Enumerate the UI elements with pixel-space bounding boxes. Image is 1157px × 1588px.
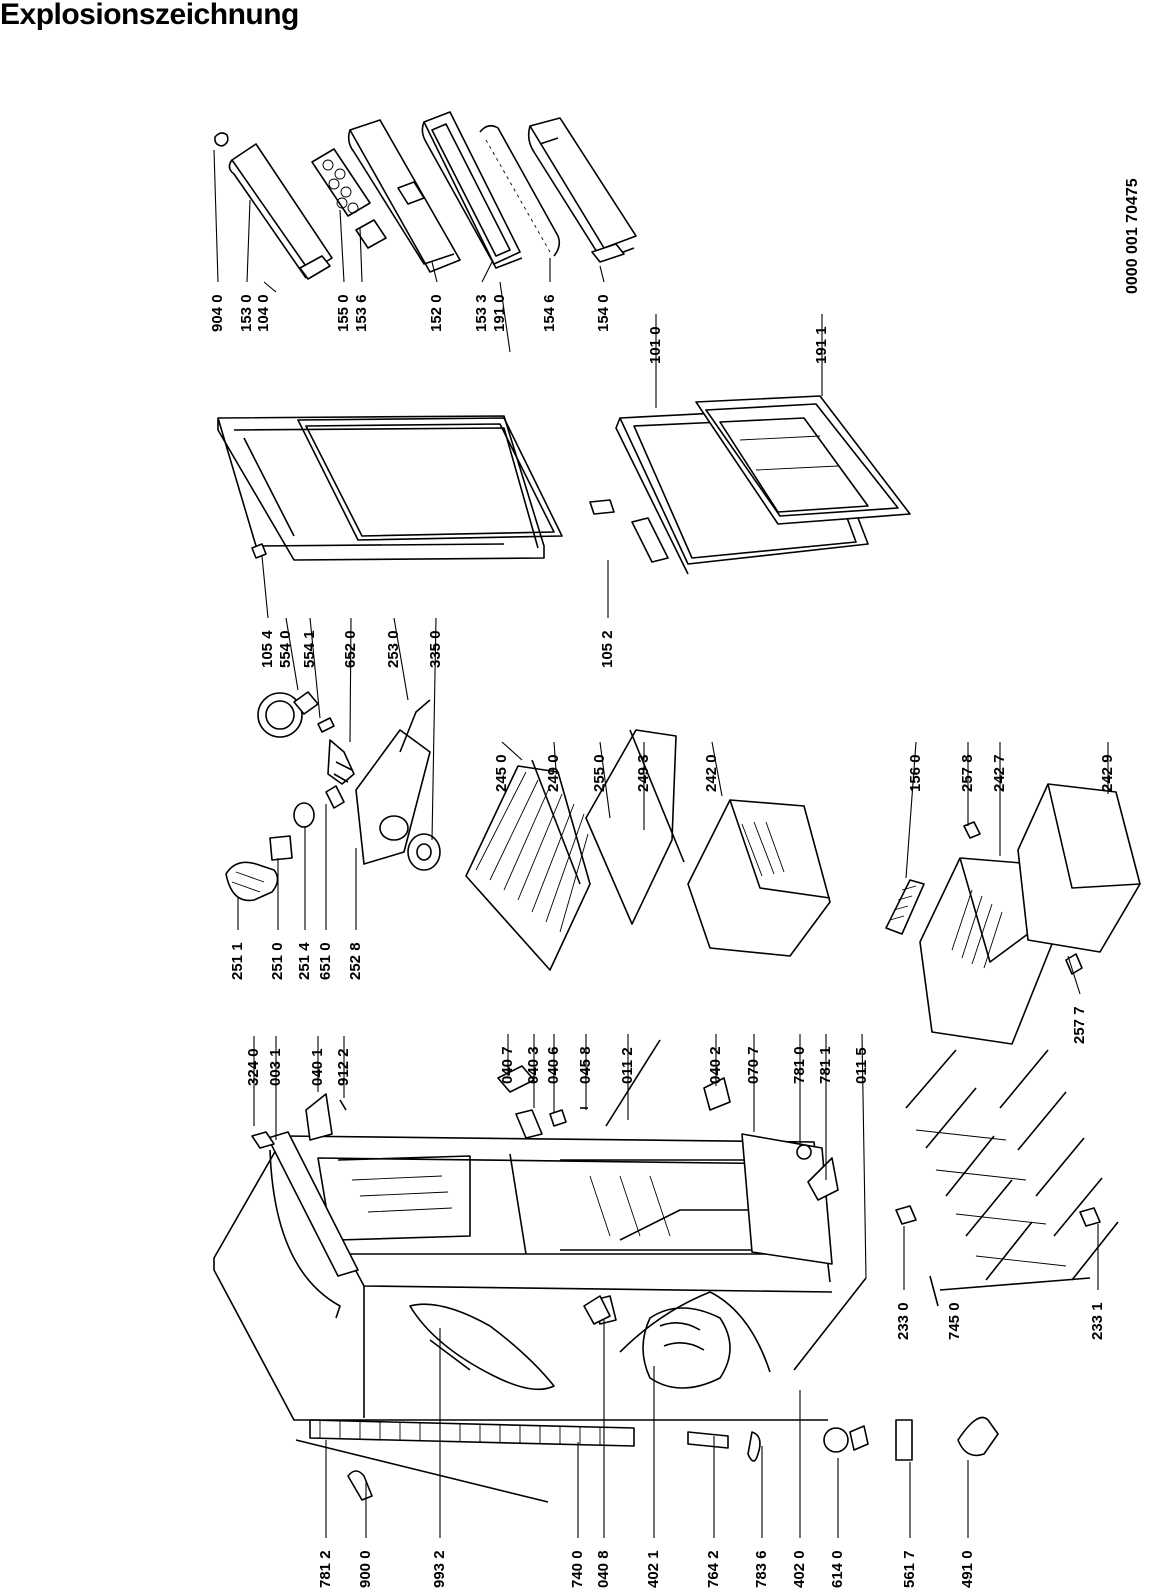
- leader-line-2450: [501, 741, 523, 761]
- part-number-2510: 251 0: [269, 942, 286, 980]
- part-number-1533: 153 3: [473, 294, 490, 332]
- part-number-6140: 614 0: [829, 1550, 846, 1588]
- part-number-2511: 251 1: [229, 942, 246, 980]
- part-number-2450: 245 0: [493, 754, 510, 792]
- shelf-trim-illustration: [531, 759, 581, 885]
- dairy-cover-illustration: [214, 132, 333, 280]
- leader-line-2577: [1067, 955, 1081, 995]
- part-number-7812: 781 2: [317, 1550, 334, 1588]
- part-number-1052: 105 2: [599, 630, 616, 668]
- leader-line-0115: [861, 1033, 867, 1279]
- part-number-1560: 156 0: [907, 754, 924, 792]
- cabinet-illustration: [213, 1131, 833, 1421]
- leader-line-3350: [431, 617, 437, 841]
- part-number-2577: 257 7: [1071, 1006, 1088, 1044]
- leader-line-1536: [359, 227, 363, 283]
- part-number-1520: 152 0: [428, 294, 445, 332]
- leader-line-1054: [261, 555, 269, 619]
- part-number-1040: 104 0: [255, 294, 272, 332]
- part-number-4021: 402 1: [645, 1550, 662, 1588]
- leader-line-1910: [499, 281, 511, 353]
- part-number-5541: 554 1: [301, 630, 318, 668]
- leader-line-9040: [213, 149, 219, 283]
- part-number-1530: 153 0: [238, 294, 255, 332]
- part-number-2528: 252 8: [347, 942, 364, 980]
- part-number-0115: 011 5: [853, 1047, 870, 1084]
- part-number-1546: 154 6: [541, 294, 558, 332]
- leader-line-2420: [711, 741, 723, 797]
- part-number-7836: 783 6: [753, 1550, 770, 1588]
- part-number-6510: 651 0: [317, 942, 334, 980]
- wire-shelf-illustration: [465, 765, 591, 971]
- leader-line-1560: [905, 741, 917, 879]
- leader-line-2530: [393, 617, 409, 701]
- part-number-9000: 900 0: [357, 1550, 374, 1588]
- part-number-1910: 191 0: [491, 294, 508, 332]
- compressor-illustration: [409, 1291, 771, 1391]
- fridge-door-illustration: [217, 415, 563, 561]
- ice-tray-illustration: [885, 879, 925, 935]
- page-title: Explosionszeichnung: [0, 0, 299, 31]
- door-shelf-small-illustration: [347, 119, 461, 273]
- part-number-2550: 255 0: [591, 754, 608, 792]
- freezer-door-illustration: [589, 395, 911, 575]
- part-number-1536: 153 6: [353, 294, 370, 332]
- part-number-1054: 105 4: [259, 630, 276, 668]
- part-number-9040: 904 0: [209, 294, 226, 332]
- condenser-illustration: [895, 1049, 1119, 1307]
- leader-line-1520: [431, 261, 438, 283]
- door-shelf-frame-illustration: [421, 111, 523, 269]
- part-number-7400: 740 0: [569, 1550, 586, 1588]
- freezer-drawer-upper-illustration: [919, 821, 1083, 1045]
- bottle-rail-illustration: [479, 124, 561, 257]
- glass-shelf-illustration: [585, 729, 677, 925]
- drawing-number: 0000 001 70475: [1124, 178, 1141, 294]
- part-number-2490: 249 0: [545, 754, 562, 792]
- shelf-trim-lower-illustration: [629, 729, 685, 863]
- part-number-4910: 491 0: [959, 1550, 976, 1588]
- leader-line-1040: [263, 281, 277, 293]
- part-number-4020: 402 0: [791, 1550, 808, 1588]
- part-number-1540: 154 0: [595, 294, 612, 332]
- part-number-9932: 993 2: [431, 1550, 448, 1588]
- part-number-7450: 745 0: [946, 1302, 963, 1340]
- part-number-0408: 040 8: [595, 1550, 612, 1588]
- thermostat-group-illustration: [225, 691, 441, 902]
- leader-line-5540: [285, 617, 299, 691]
- part-number-1550: 155 0: [335, 294, 352, 332]
- part-number-2331: 233 1: [1089, 1302, 1106, 1340]
- crisper-drawer-illustration: [687, 799, 831, 957]
- part-number-2330: 233 0: [895, 1302, 912, 1340]
- freezer-drawer-lower-illustration: [1017, 783, 1141, 953]
- leader-line-1540: [599, 265, 605, 283]
- bottom-parts-illustration: [295, 1416, 999, 1503]
- leader-line-1533: [481, 261, 493, 283]
- leader-line-6520: [349, 617, 352, 743]
- leader-line-1550: [339, 209, 345, 283]
- part-number-7642: 764 2: [705, 1550, 722, 1588]
- leader-line-2550: [599, 741, 611, 819]
- leader-line-2490: [553, 741, 557, 771]
- part-number-2514: 251 4: [296, 942, 313, 980]
- leader-line-5541: [309, 617, 321, 719]
- leader-line-1530: [246, 199, 251, 283]
- bottle-shelf-illustration: [527, 117, 637, 263]
- part-number-5617: 561 7: [901, 1550, 918, 1588]
- egg-tray-illustration: [311, 148, 371, 217]
